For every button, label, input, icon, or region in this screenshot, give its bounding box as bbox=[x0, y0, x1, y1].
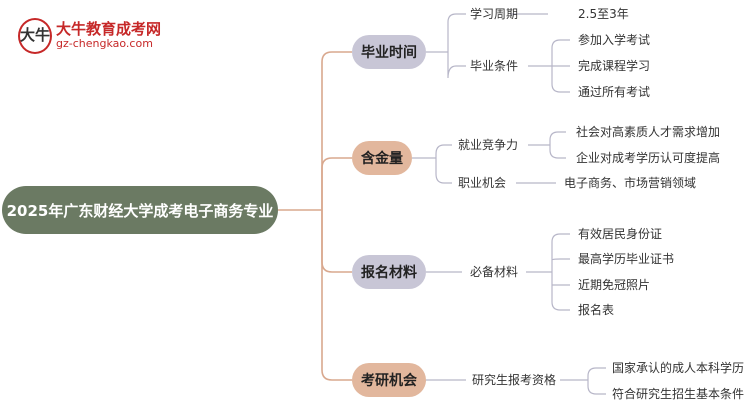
leaf-study-period-value: 2.5至3年 bbox=[578, 7, 629, 21]
leaf-material-form: 报名表 bbox=[578, 303, 615, 317]
leaf-eligibility-1: 国家承认的成人本科学历 bbox=[612, 361, 745, 375]
logo-site-url: gz-chengkao.com bbox=[56, 37, 153, 50]
mindmap-root: 2025年广东财经大学成考电子商务专业 bbox=[2, 186, 278, 234]
branch-application-materials: 报名材料 bbox=[352, 255, 426, 289]
leaf-requirement-1: 参加入学考试 bbox=[578, 33, 651, 47]
node-required-materials: 必备材料 bbox=[470, 265, 519, 279]
logo-site-name: 大牛教育成考网 bbox=[56, 20, 162, 38]
leaf-requirement-2: 完成课程学习 bbox=[578, 59, 651, 73]
connector-b4-c1-leaves bbox=[560, 367, 606, 395]
connector-b1-children bbox=[426, 13, 466, 79]
connector-root-b3 bbox=[321, 210, 352, 273]
connector-root-b4 bbox=[321, 210, 352, 381]
connector-root-b2 bbox=[321, 157, 352, 210]
site-logo[interactable]: 大牛 大牛教育成考网 gz-chengkao.com bbox=[18, 16, 188, 56]
node-study-period: 学习周期 bbox=[470, 7, 519, 21]
connector-b3-c1-leaves bbox=[526, 233, 570, 311]
leaf-material-photo: 近期免冠照片 bbox=[578, 278, 651, 292]
branch-graduation-time: 毕业时间 bbox=[352, 35, 426, 69]
leaf-career-fields: 电子商务、市场营销领域 bbox=[564, 176, 697, 190]
node-career-opportunities: 职业机会 bbox=[458, 176, 507, 190]
branch-value: 含金量 bbox=[352, 141, 412, 175]
leaf-requirement-3: 通过所有考试 bbox=[578, 85, 651, 99]
node-employment-competitiveness: 就业竞争力 bbox=[458, 138, 519, 152]
leaf-eligibility-2: 符合研究生招生基本条件 bbox=[612, 387, 745, 401]
leaf-material-id-card: 有效居民身份证 bbox=[578, 227, 663, 241]
branch-graduate-exam: 考研机会 bbox=[352, 363, 426, 397]
connector-root-b1 bbox=[321, 51, 352, 210]
leaf-competitiveness-2: 企业对成考学历认可度提高 bbox=[576, 151, 721, 165]
node-graduate-eligibility: 研究生报考资格 bbox=[472, 373, 557, 387]
node-graduation-requirements: 毕业条件 bbox=[470, 59, 519, 73]
connector-b1-c2-leaves bbox=[528, 39, 570, 93]
connector-b2-c1-leaves bbox=[528, 131, 566, 159]
leaf-material-diploma: 最高学历毕业证书 bbox=[578, 252, 675, 266]
connector-b2-children bbox=[412, 144, 452, 184]
leaf-competitiveness-1: 社会对高素质人才需求增加 bbox=[576, 125, 721, 139]
logo-mark-icon: 大牛 bbox=[18, 18, 52, 54]
